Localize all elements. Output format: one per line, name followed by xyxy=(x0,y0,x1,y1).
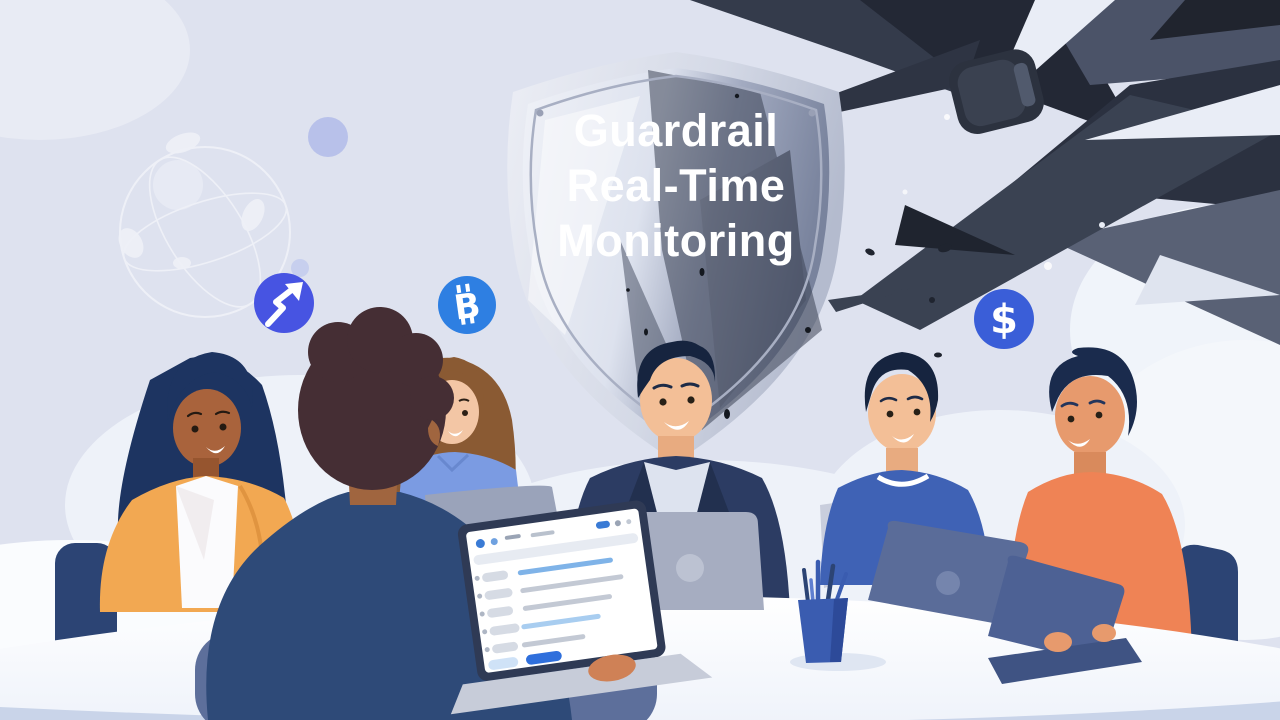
shield-specks xyxy=(626,93,811,419)
dollar-icon: $ xyxy=(990,297,1018,343)
trending-up-arrow-icon xyxy=(265,282,303,327)
laptop-base xyxy=(450,653,713,715)
smile xyxy=(206,446,225,454)
title-line-2: Real-Time xyxy=(567,160,786,211)
curly-hair xyxy=(298,307,454,490)
bitcoin-badge: B xyxy=(438,276,496,334)
trend-badge xyxy=(254,273,314,333)
smile xyxy=(448,430,463,437)
smile xyxy=(664,421,689,430)
dollar-badge: $ xyxy=(974,289,1034,349)
title-line-3: Monitoring xyxy=(557,215,794,266)
shield-sheen xyxy=(528,96,640,335)
smile xyxy=(1068,439,1090,447)
face xyxy=(173,389,241,467)
hair xyxy=(637,340,716,398)
table-front-edge xyxy=(0,701,1280,720)
face xyxy=(640,358,712,442)
hair-front xyxy=(167,352,253,420)
globe-wireframe-icon xyxy=(118,132,291,318)
accent-dot xyxy=(308,117,348,157)
shield-inner-border xyxy=(529,74,823,432)
bitcoin-icon: B xyxy=(452,283,483,329)
hand-on-laptop xyxy=(588,654,636,682)
hair xyxy=(1049,347,1137,436)
shield-title: Guardrail Real-Time Monitoring xyxy=(557,105,794,266)
typing-hand-right xyxy=(1092,624,1116,642)
ear xyxy=(428,420,440,446)
face xyxy=(868,374,936,452)
pen-cup xyxy=(798,559,848,663)
accent-dot-small xyxy=(291,259,309,277)
bitcoin-letter: B xyxy=(452,285,483,328)
laptop-logo xyxy=(676,554,704,582)
face xyxy=(1055,376,1125,456)
title-line-1: Guardrail xyxy=(574,105,779,156)
threat-shards xyxy=(690,0,1280,358)
laptop-foreground xyxy=(450,500,713,715)
typing-hand-left xyxy=(1044,632,1072,652)
corner-glow xyxy=(0,0,190,140)
guardrail-shield: Guardrail Real-Time Monitoring xyxy=(507,52,845,462)
dashboard-ui xyxy=(473,519,639,670)
smile xyxy=(892,434,914,443)
hair xyxy=(864,352,939,422)
primary-button-shape xyxy=(526,650,562,665)
laptop-man-orange xyxy=(988,555,1142,684)
secondary-button-shape xyxy=(488,657,519,670)
